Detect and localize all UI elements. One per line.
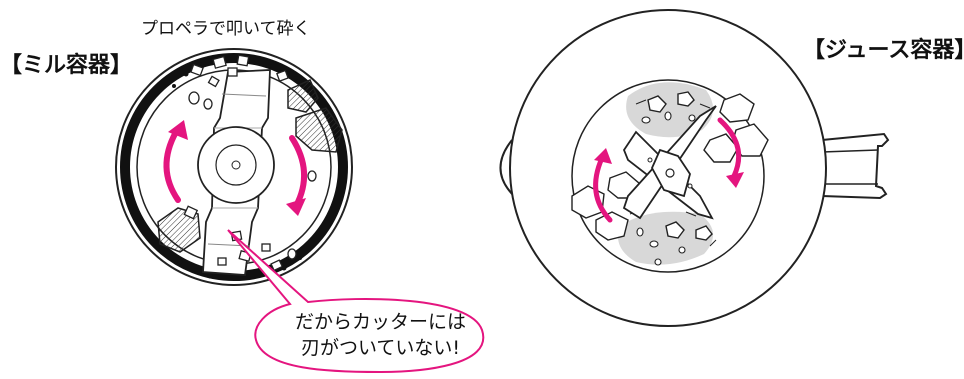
rim-debris: [172, 57, 302, 279]
mill-container-diagram: [115, 48, 353, 286]
juice-container-label: 【ジュース容器】: [803, 38, 964, 63]
rotation-arrow-head: [168, 120, 188, 140]
rotation-arrow-head: [594, 148, 612, 164]
mill-container-label: 【ミル容器】: [0, 53, 133, 78]
juice-container-diagram: [499, 9, 890, 327]
rotation-arrow-head: [726, 172, 744, 188]
ice-shadow: [618, 211, 714, 265]
ice-cube-icon: [157, 79, 343, 253]
mill-rim: [120, 53, 348, 281]
ice-cube-icon: [571, 91, 769, 241]
speech-bubble: [227, 229, 485, 374]
rotation-arrow-icon: [289, 135, 308, 209]
speech-bubble-line-1: だからカッターには: [294, 311, 466, 333]
rotation-arrow-head: [286, 198, 306, 216]
cutter-blade-icon: [622, 105, 717, 220]
propeller-caption: プロペラで叩いて砕く: [141, 19, 311, 39]
rotation-arrow-icon: [717, 117, 742, 179]
rotation-arrow-icon: [163, 129, 181, 203]
jug-handle: [821, 132, 890, 200]
ice-particles: [636, 111, 696, 266]
ice-particles: [183, 54, 317, 272]
speech-bubble-outline: [227, 229, 485, 374]
rotation-arrow-icon: [593, 155, 613, 223]
speech-bubble-text: だからカッターには 刃がついていない!: [263, 309, 498, 361]
speech-bubble-line-2: 刃がついていない!: [300, 337, 461, 359]
